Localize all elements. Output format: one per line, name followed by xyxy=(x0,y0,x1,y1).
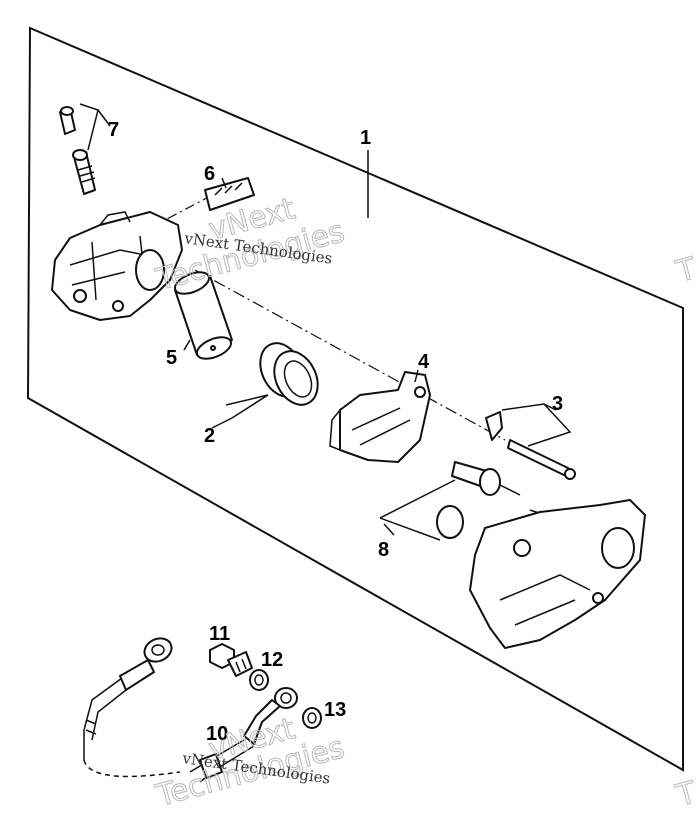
callout-12: 12 xyxy=(261,649,283,671)
callout-13: 13 xyxy=(324,699,346,721)
pad-pin-part xyxy=(485,411,576,480)
assembly-axis-main xyxy=(194,269,506,441)
pad-spring-part xyxy=(204,177,255,211)
guide-pins-part xyxy=(436,461,561,539)
callout-1: 1 xyxy=(360,127,371,149)
brake-pads-part xyxy=(329,371,431,463)
callout-11: 11 xyxy=(209,623,230,645)
callout-7: 7 xyxy=(108,119,119,141)
callout-5: 5 xyxy=(166,347,177,369)
callout-3: 3 xyxy=(552,393,563,415)
seal-kit-part xyxy=(259,342,319,406)
watermark-edge-upper: T xyxy=(672,251,700,290)
watermark-edge-lower: T xyxy=(672,775,700,814)
brake-hose-part xyxy=(83,637,298,783)
callout-6: 6 xyxy=(204,163,215,185)
banjo-bolt-part xyxy=(209,643,253,677)
piston-part xyxy=(173,271,233,360)
assembly-panel xyxy=(26,26,684,772)
washer-12-hole xyxy=(254,674,264,686)
washer-13-part xyxy=(302,707,322,729)
leader-lines xyxy=(79,103,572,541)
caliper-body-part xyxy=(51,211,183,321)
callout-8: 8 xyxy=(378,539,389,561)
callout-4: 4 xyxy=(418,351,430,373)
callout-10: 10 xyxy=(206,723,228,745)
bleed-nipple-part xyxy=(59,106,96,195)
caliper-bracket-part xyxy=(469,499,646,649)
callout-2: 2 xyxy=(204,425,215,447)
washer-13-hole xyxy=(307,712,317,724)
washer-12-part xyxy=(249,669,269,691)
